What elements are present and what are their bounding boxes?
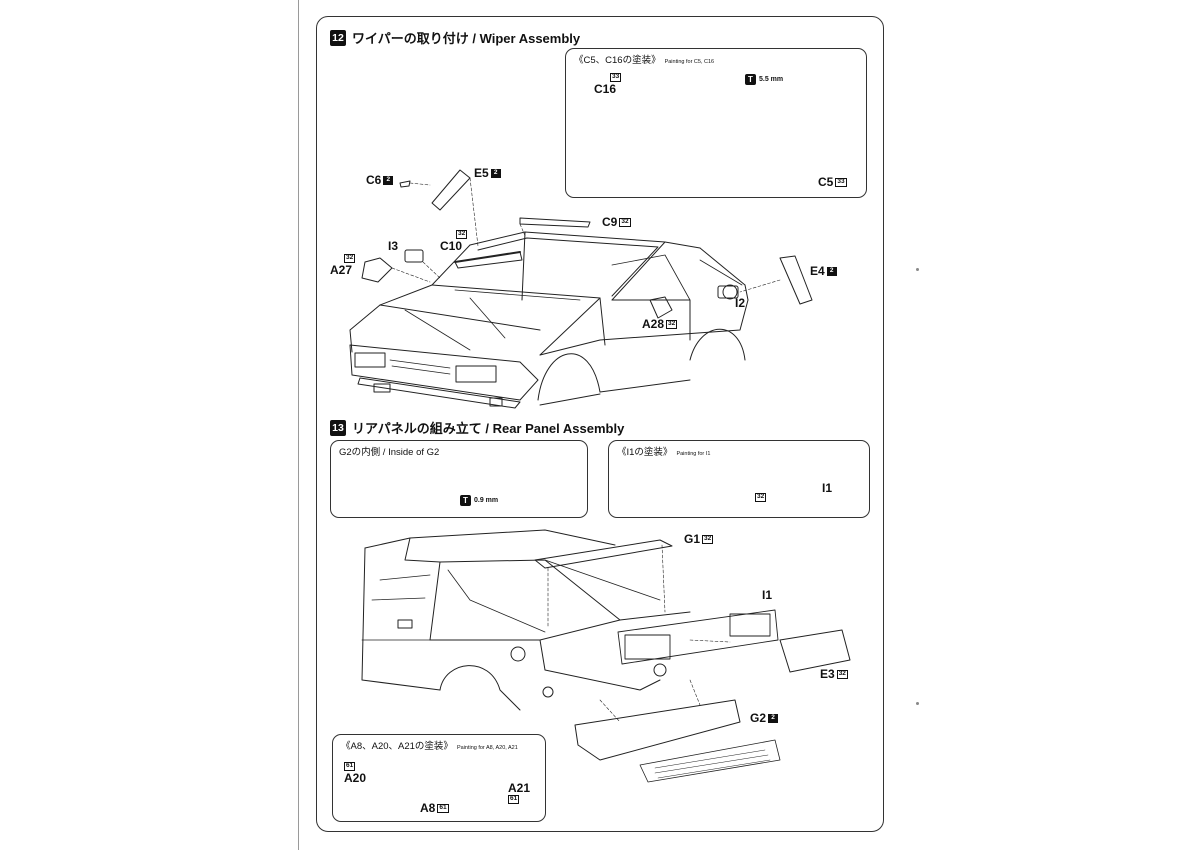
paint-box-title: 《A8、A20、A21の塗装》Painting for A8, A20, A21 <box>341 741 518 752</box>
callout-i1: I1 <box>762 588 773 602</box>
callout-i3: I3 <box>388 239 399 253</box>
drill-icon: T <box>745 74 756 85</box>
step-12-heading: 12 ワイパーの取り付け / Wiper Assembly <box>330 28 580 47</box>
g2-part <box>574 699 741 761</box>
i1-part <box>617 609 779 665</box>
step-13-heading: 13 リアパネルの組み立て / Rear Panel Assembly <box>330 418 624 437</box>
callout-i2: I2 <box>735 296 746 310</box>
callout-c16: 33 C16 <box>594 73 622 96</box>
e3-part <box>779 629 851 673</box>
drill-hole-note: T 0.9 mm <box>460 495 498 506</box>
paint-color-badge: 32 <box>755 493 767 502</box>
scan-speck <box>916 268 919 271</box>
paint-box-title: 《C5、C16の塗装》Painting for C5, C16 <box>574 55 715 66</box>
step-title: リアパネルの組み立て / Rear Panel Assembly <box>352 421 625 436</box>
step-title: ワイパーの取り付け / Wiper Assembly <box>352 31 581 46</box>
i2-part <box>717 285 739 299</box>
callout-a27: 32 A27 <box>330 254 356 277</box>
callout-i1-paint: I1 <box>822 481 833 495</box>
a27-part <box>361 257 393 283</box>
e4-part <box>779 255 813 305</box>
c6-part <box>399 180 411 188</box>
callout-a21: A21 61 <box>508 781 531 804</box>
instruction-page-frame <box>316 16 884 832</box>
lower-grille-part <box>639 739 781 783</box>
binding-margin-line <box>298 0 299 850</box>
scan-speck <box>916 702 919 705</box>
e5-part <box>431 169 471 211</box>
drill-hole-note: T 5.5 mm <box>745 74 783 85</box>
step-number-badge: 13 <box>330 419 346 436</box>
i3-part <box>404 249 424 263</box>
g1-part <box>534 539 673 569</box>
paint-box-i1: 《I1の塗装》Painting for I1 <box>608 440 870 518</box>
front-car-body-drawing <box>349 231 749 409</box>
inside-box-title: G2の内側 / Inside of G2 <box>339 447 440 458</box>
paint-box-title: 《I1の塗装》Painting for I1 <box>617 447 711 458</box>
c9-part <box>519 217 591 228</box>
rear-car-body-drawing <box>361 529 691 711</box>
step-number-badge: 12 <box>330 29 346 46</box>
inside-of-g2-box: G2の内側 / Inside of G2 <box>330 440 588 518</box>
callout-c10: 32 C10 <box>440 230 468 253</box>
drill-icon: T <box>460 495 471 506</box>
callout-a20: 61 A20 <box>344 762 367 785</box>
